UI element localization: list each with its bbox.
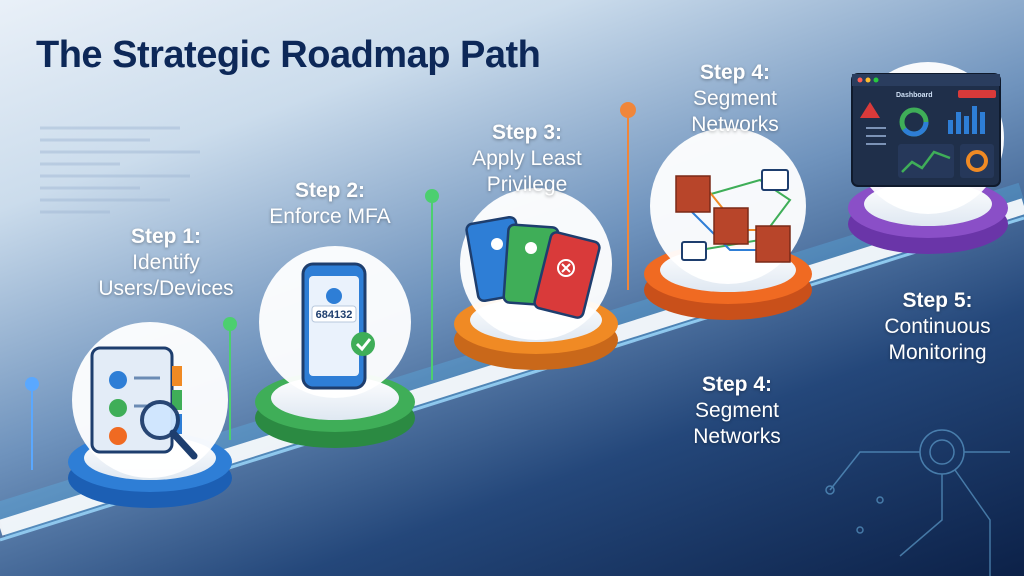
access-cards-icon (465, 215, 601, 319)
step-4-bottom-number: Step 4: (701, 373, 772, 396)
step-3-label: Step 3: Apply Least Privilege (452, 120, 602, 198)
step-4-desc-line2: Networks (691, 113, 779, 136)
step-4-bottom-desc-line2: Networks (693, 425, 781, 448)
monitoring-dashboard-icon: Dashboard (851, 73, 1001, 187)
page-title: The Strategic Roadmap Path (36, 34, 541, 76)
step-2-number: Step 2: (294, 179, 365, 202)
step-4-desc-line1: Segment (692, 87, 778, 110)
step-2-desc-line1: Enforce MFA (269, 205, 391, 228)
step-3-desc-line1: Apply Least (472, 147, 582, 170)
step-4-number: Step 4: (699, 61, 770, 84)
user-directory-icon (90, 346, 198, 460)
background-circuit (825, 429, 1010, 576)
step-3-number: Step 3: (491, 121, 562, 144)
step-5-number: Step 5: (902, 289, 973, 312)
step-5-desc-line1: Continuous (884, 315, 991, 338)
network-firewall-icon (675, 169, 792, 263)
dashboard-title: Dashboard (896, 92, 933, 99)
step-5-label: Step 5: Continuous Monitoring (855, 288, 1020, 366)
step-1-label: Step 1: Identify Users/Devices (76, 224, 256, 302)
mfa-phone-icon: 684132 (301, 262, 375, 390)
step-1-number: Step 1: (130, 225, 201, 248)
step-4-label-bottom: Step 4: Segment Networks (672, 372, 802, 450)
step-3-desc-line2: Privilege (486, 173, 568, 196)
step-1-desc-line1: Identify (132, 251, 200, 274)
background-code-lines (40, 126, 200, 214)
step-1-desc-line2: Users/Devices (98, 277, 234, 300)
otp-code: 684132 (316, 309, 353, 321)
marker-pins (25, 102, 636, 470)
step-5-desc-line2: Monitoring (888, 341, 987, 364)
step-4-label-top: Step 4: Segment Networks (670, 60, 800, 138)
step-2-label: Step 2: Enforce MFA (250, 178, 410, 230)
step-4-bottom-desc-line1: Segment (694, 399, 780, 422)
